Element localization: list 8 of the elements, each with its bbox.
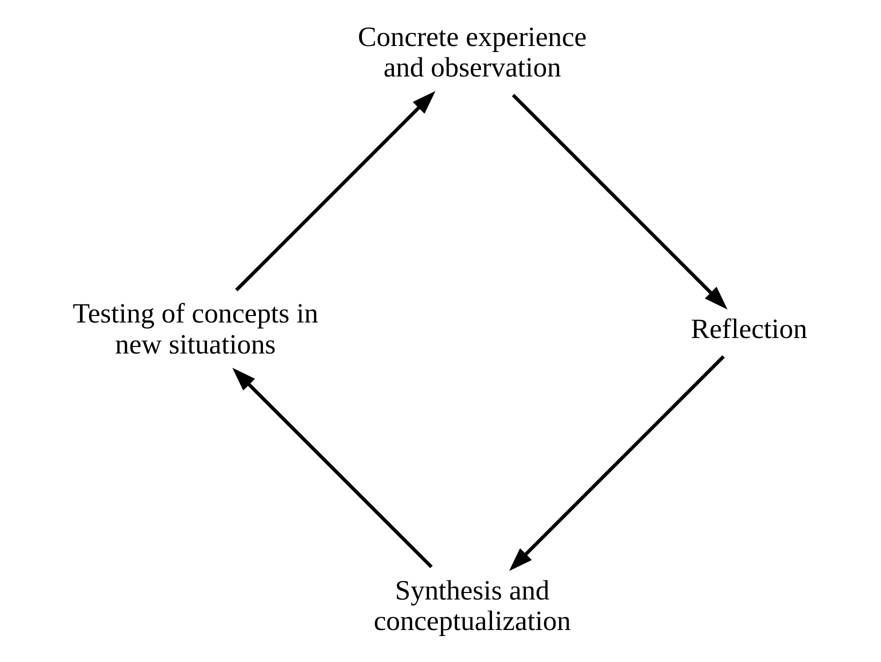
node-text: Testing of concepts in new situations	[72, 298, 318, 360]
node-text: Concrete experience and observation	[358, 22, 587, 84]
arrow	[235, 91, 436, 292]
node-text: Synthesis and conceptualization	[374, 575, 571, 638]
arrow	[509, 355, 725, 571]
arrow	[512, 94, 728, 310]
node-text: Reflection	[690, 314, 808, 345]
arrow	[232, 368, 433, 568]
